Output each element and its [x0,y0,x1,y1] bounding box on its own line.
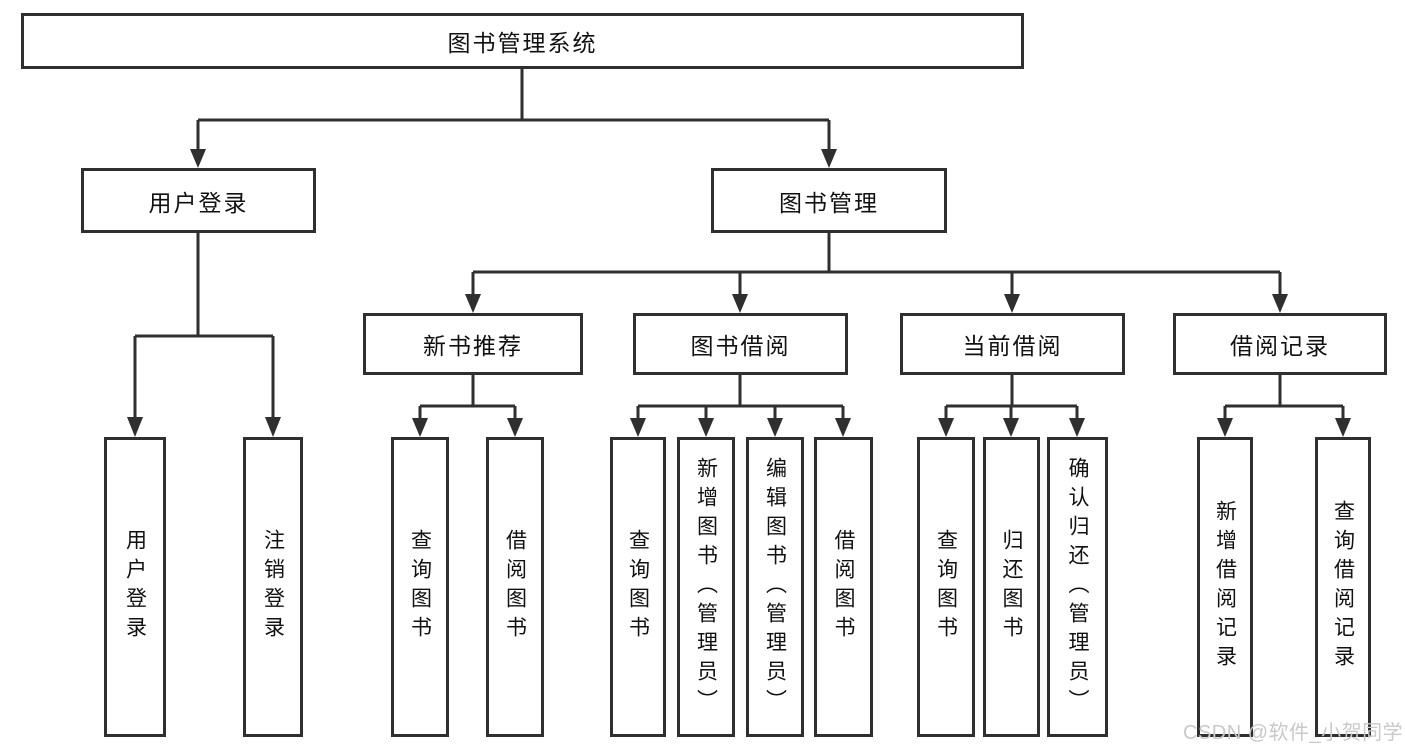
leaf-return-books: 归还图书 [983,437,1040,737]
node-label: 图书管理 [779,189,879,216]
node-book-borrow: 图书借阅 [633,313,848,375]
node-label: 查询借阅记录 [1331,500,1355,674]
leaf-borrow-books-recommend: 借阅图书 [486,437,544,737]
watermark: CSDN @软件_小贺同学 [1183,722,1404,744]
leaf-query-books-current: 查询图书 [917,437,975,737]
leaf-logout: 注销登录 [243,437,303,737]
node-book-management: 图书管理 [711,168,947,233]
node-label: 注销登录 [261,529,285,645]
leaf-add-borrow-record: 新增借阅记录 [1197,437,1253,737]
node-label: 查询图书 [626,529,650,645]
arrowheads [127,149,1351,437]
node-label: 图书借阅 [690,333,791,359]
leaf-confirm-return-admin: 确认归还（管理员） [1047,437,1108,737]
node-label: 借阅图书 [503,529,527,645]
leaf-borrow-books-borrow: 借阅图书 [814,437,873,737]
node-label: 编辑图书（管理员） [763,456,787,718]
leaf-edit-books-admin: 编辑图书（管理员） [746,437,804,737]
node-label: 图书管理系统 [447,30,598,56]
leaf-query-books-borrow: 查询图书 [610,437,666,737]
node-label: 新增借阅记录 [1213,500,1237,674]
node-user-login: 用户登录 [81,168,316,233]
node-current-borrow: 当前借阅 [900,313,1125,375]
node-label: 用户登录 [123,529,147,645]
node-library-management-system: 图书管理系统 [21,13,1024,69]
node-label: 当前借阅 [962,333,1063,359]
leaf-user-login: 用户登录 [104,437,166,737]
leaf-query-books-recommend: 查询图书 [391,437,449,737]
node-label: 新增图书（管理员） [694,456,718,718]
leaf-add-books-admin: 新增图书（管理员） [677,437,735,737]
node-label: 归还图书 [1000,529,1023,645]
leaf-query-borrow-record: 查询借阅记录 [1315,437,1371,737]
node-label: 查询图书 [934,529,958,645]
node-new-book-recommend: 新书推荐 [363,313,583,375]
node-borrow-records: 借阅记录 [1173,313,1387,375]
node-label: 用户登录 [148,189,249,216]
node-label: 借阅记录 [1230,333,1330,359]
node-label: 新书推荐 [423,333,523,359]
node-label: 确认归还（管理员） [1066,456,1089,718]
node-label: 借阅图书 [832,529,855,645]
node-label: 查询图书 [408,529,432,645]
